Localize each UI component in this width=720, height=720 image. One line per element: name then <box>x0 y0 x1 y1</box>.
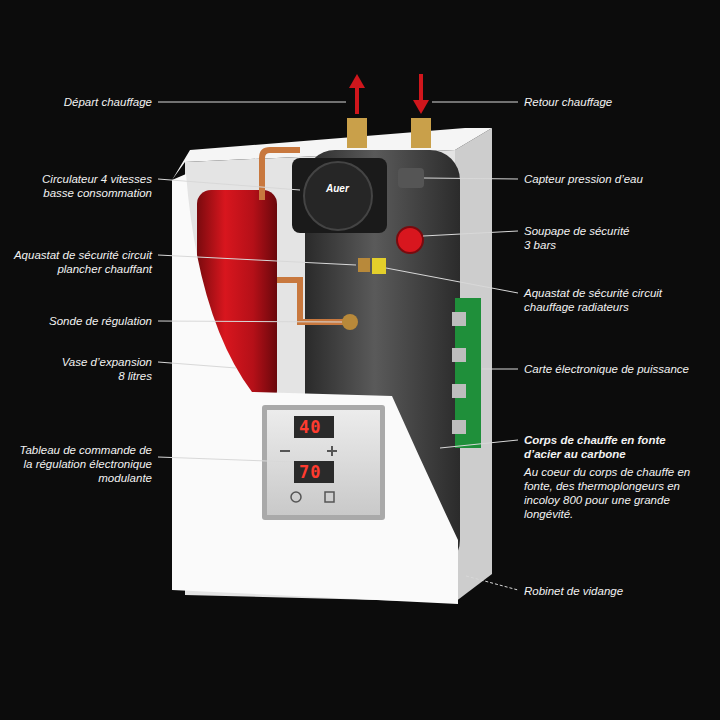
part-label: Retour chauffage <box>524 95 614 109</box>
pressure-sensor <box>398 168 424 188</box>
leader-line <box>158 255 356 265</box>
return-arrow <box>419 74 423 102</box>
board-connector <box>452 348 466 362</box>
pump-head <box>304 162 372 230</box>
leader-line <box>440 440 518 448</box>
display-value: 70 <box>299 462 321 482</box>
display-value: 40 <box>299 417 321 437</box>
part-label: Aquastat de sécurité circuit chauffage r… <box>524 286 704 314</box>
flow-arrow <box>355 84 359 114</box>
return-fitting <box>411 118 431 148</box>
leader-line <box>424 178 518 179</box>
leader-line <box>158 179 300 190</box>
power-button <box>291 492 301 502</box>
part-note: Au coeur du corps de chauffe en fonte, d… <box>524 465 694 521</box>
radiator-aquastat <box>372 258 386 274</box>
plus-button <box>331 446 333 456</box>
pump-body <box>292 158 387 233</box>
leader-line <box>466 576 518 590</box>
mode-button <box>325 492 334 502</box>
minus-button <box>280 450 290 452</box>
leader-line <box>423 231 518 236</box>
board-connector <box>452 312 466 326</box>
part-label: Robinet de vidange <box>524 584 694 598</box>
leader-line <box>386 268 518 293</box>
control-panel-frame <box>262 405 385 520</box>
part-label: Tableau de commande de la régulation éle… <box>12 443 152 485</box>
leader-line <box>482 369 518 370</box>
part-label: Départ chauffage <box>57 95 152 109</box>
leader-line <box>158 362 236 368</box>
leader-lines <box>158 102 518 590</box>
part-heading: Corps de chauffe en fonte d’acier au car… <box>524 433 689 461</box>
part-label: Aquastat de sécurité circuit plancher ch… <box>2 248 152 276</box>
part-label: Circulateur 4 vitesses basse consommatio… <box>17 172 152 200</box>
display <box>294 416 334 438</box>
leader-line <box>158 102 346 103</box>
display <box>294 461 334 483</box>
housing-side <box>455 128 492 602</box>
board-connector <box>452 420 466 434</box>
control-panel <box>267 410 380 515</box>
part-label: Sonde de régulation <box>7 314 152 328</box>
leader-line <box>158 321 342 322</box>
front-cover <box>172 174 458 604</box>
safety-valve <box>397 227 423 253</box>
part-label: Capteur pression d’eau <box>524 172 709 186</box>
copper-pipe <box>277 280 345 322</box>
leader-line <box>432 102 518 103</box>
leader-line <box>158 457 294 462</box>
floor-aquastat <box>358 258 370 272</box>
part-label: Soupape de sécurité 3 bars <box>524 224 634 252</box>
outlet-fitting <box>347 118 367 148</box>
part-label: Vase d’expansion 8 litres <box>57 355 152 383</box>
flow-arrow-head <box>349 74 365 88</box>
board-connector <box>452 384 466 398</box>
return-arrow-head <box>413 100 429 114</box>
part-label: Carte électronique de puissance <box>524 362 714 376</box>
regulation-probe <box>342 314 358 330</box>
brand-logo: Auer <box>326 183 349 195</box>
